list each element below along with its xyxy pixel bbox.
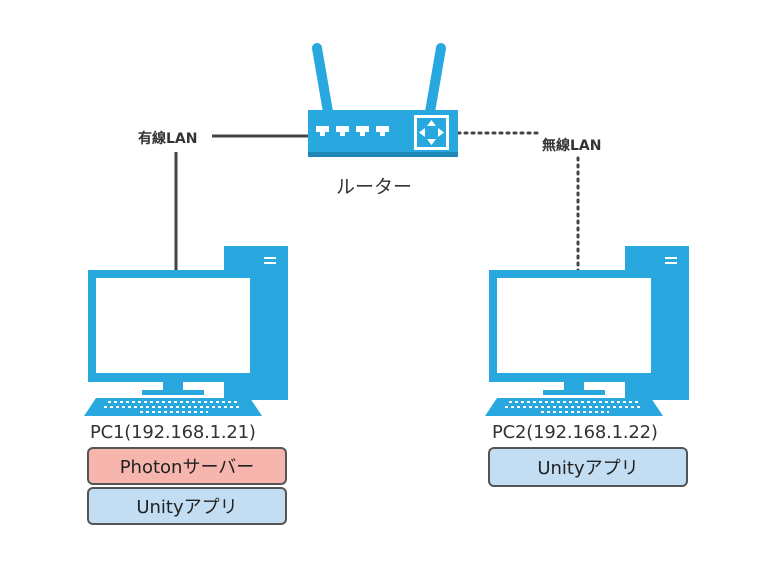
pc2-label: PC2(192.168.1.22) — [492, 422, 658, 443]
router-icon — [308, 43, 458, 157]
wired-connection-line — [174, 134, 309, 270]
wireless-lan-label: 無線LAN — [542, 138, 602, 154]
pc1-unity-app-box: Unityアプリ — [87, 487, 287, 525]
router-label: ルーター — [336, 176, 413, 198]
wireless-connection-line — [456, 131, 580, 274]
pc2-unity-app-box: Unityアプリ — [488, 447, 688, 487]
pc2-computer-icon — [485, 246, 689, 416]
pc1-photon-server-box: Photonサーバー — [87, 447, 287, 485]
wired-lan-label: 有線LAN — [138, 131, 198, 147]
pc1-computer-icon — [84, 246, 288, 416]
pc1-label: PC1(192.168.1.21) — [90, 422, 256, 443]
